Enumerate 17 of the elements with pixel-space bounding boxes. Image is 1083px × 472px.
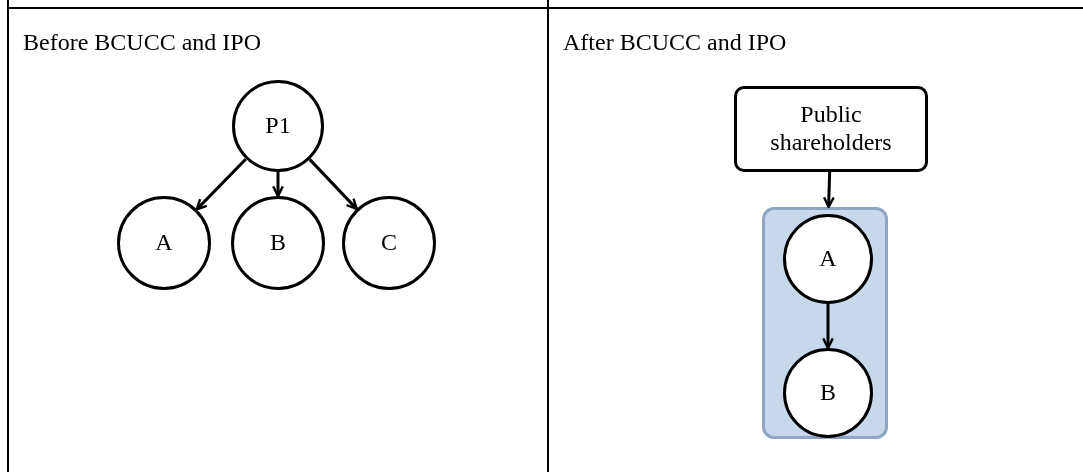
entity-box bbox=[734, 86, 928, 172]
arrow bbox=[822, 171, 835, 209]
arrow bbox=[272, 172, 284, 198]
arrow bbox=[308, 158, 358, 211]
panel-heading: Before BCUCC and IPO bbox=[23, 29, 261, 57]
node-label: B bbox=[820, 379, 836, 407]
panel-heading: After BCUCC and IPO bbox=[563, 29, 787, 57]
node-label: A bbox=[155, 229, 173, 257]
arrow bbox=[822, 304, 834, 350]
node-label: A bbox=[819, 245, 837, 273]
node-label: C bbox=[381, 229, 397, 257]
table-cell bbox=[7, 7, 549, 472]
node-label: B bbox=[270, 229, 286, 257]
node-label: P1 bbox=[265, 112, 291, 140]
node-label: Public shareholders bbox=[769, 101, 893, 157]
group-box bbox=[762, 207, 888, 439]
arrow bbox=[195, 157, 247, 211]
